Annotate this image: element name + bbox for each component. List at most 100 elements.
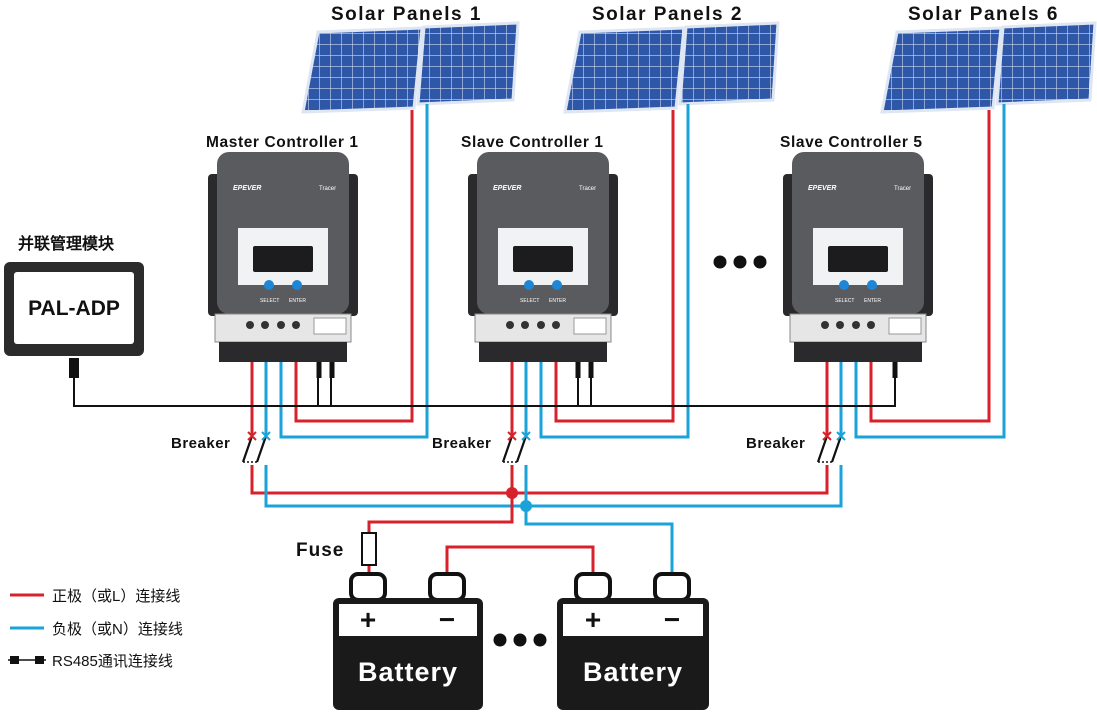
breaker-label: Breaker [432,435,491,452]
controller-label: Master Controller 1 [206,134,359,151]
battery-plus: + [585,604,601,635]
positive-junction [506,487,518,499]
battery-label: Battery [583,657,683,687]
terminal [277,321,285,329]
controller-brand: EPEVER [493,185,521,192]
solar-panels-1: Solar Panels 1 [301,4,520,114]
fuse-label: Fuse [296,540,344,561]
fuse: Fuse [296,532,377,566]
battery-minus: − [664,604,680,635]
controller-base [219,342,347,362]
solar-panel [563,26,686,114]
battery-1: + − Battery [333,572,483,710]
legend: 正极（或L）连接线 负极（或N）连接线 RS485通讯连接线 [8,588,183,670]
legend-item-positive: 正极（或L）连接线 [10,588,180,605]
pv-wires [279,104,1006,439]
breaker-3: Breaker [746,431,846,463]
module-title: 并联管理模块 [18,234,115,253]
solar-panel [880,26,1003,114]
terminal [261,321,269,329]
select-label: SELECT [260,298,279,304]
enter-label: ENTER [864,298,881,304]
breaker-1: Breaker [171,431,271,463]
enter-button[interactable] [867,280,877,290]
breaker-2: Breaker [432,431,531,463]
solar-panels-2: Solar Panels 2 [563,4,780,114]
battery-plus: + [360,604,376,635]
rs485-plugs [575,362,594,378]
more-controllers-ellipsis [713,255,767,269]
rs485-bus [73,378,896,407]
controller-brand: EPEVER [233,185,261,192]
fuse-symbol [361,532,377,566]
label-sticker [313,317,347,335]
battery-terminal-negative [428,572,466,602]
legend-label: 负极（或N）连接线 [52,621,183,638]
select-button[interactable] [264,280,274,290]
breaker-label: Breaker [171,435,230,452]
terminal [821,321,829,329]
battery-top [339,604,477,636]
select-label: SELECT [520,298,539,304]
select-button[interactable] [524,280,534,290]
solar-panels-1-label: Solar Panels 1 [331,4,482,25]
module-label: PAL-ADP [28,297,120,320]
slave-controller-5: Slave Controller 5 EPEVER Tracer SELECT … [780,134,933,378]
module-face [14,272,134,344]
terminal [292,321,300,329]
solar-panel [995,21,1097,106]
select-button[interactable] [839,280,849,290]
terminal [537,321,545,329]
battery-minus: − [439,604,455,635]
select-label: SELECT [835,298,854,304]
legend-item-rs485: RS485通讯连接线 [8,653,173,670]
enter-label: ENTER [289,298,306,304]
lcd-screen [253,246,313,272]
terminal [867,321,875,329]
controller-model: Tracer [579,186,596,192]
terminal [521,321,529,329]
lcd-screen [513,246,573,272]
master-controller-1: Master Controller 1 EPEVER Tracer SELECT… [206,134,359,378]
legend-label: 正极（或L）连接线 [52,588,180,605]
solar-panels-2-label: Solar Panels 2 [592,4,743,25]
battery-terminal-positive [574,572,612,602]
enter-button[interactable] [292,280,302,290]
solar-panels-6: Solar Panels 6 [880,4,1097,114]
lcd-screen [828,246,888,272]
legend-item-negative: 负极（或N）连接线 [10,621,183,638]
enter-label: ENTER [549,298,566,304]
label-sticker [573,317,607,335]
parallel-module: 并联管理模块 PAL-ADP [4,234,144,378]
enter-button[interactable] [552,280,562,290]
negative-junction [520,500,532,512]
rs485-connector [69,358,79,378]
label-sticker [888,317,922,335]
battery-terminal-negative [653,572,691,602]
legend-label: RS485通讯连接线 [52,653,173,670]
battery-top [563,604,703,636]
terminal [836,321,844,329]
more-batteries-ellipsis [493,633,547,647]
controller-model: Tracer [894,186,911,192]
terminal [552,321,560,329]
controller-base [479,342,607,362]
slave-controller-1: Slave Controller 1 EPEVER Tracer SELECT … [461,134,618,378]
rs485-plugs [316,362,335,378]
battery-terminal-positive [349,572,387,602]
controller-base [794,342,922,362]
controllers: Master Controller 1 EPEVER Tracer SELECT… [206,134,933,378]
controller-label: Slave Controller 1 [461,134,604,151]
terminal [852,321,860,329]
controller-model: Tracer [319,186,336,192]
solar-panel [301,26,424,114]
controller-label: Slave Controller 5 [780,134,923,151]
terminal [246,321,254,329]
controller-brand: EPEVER [808,185,836,192]
terminal [506,321,514,329]
battery-2: + − Battery [557,572,709,710]
solar-panel [678,21,780,106]
solar-panel [416,21,520,106]
breaker-label: Breaker [746,435,805,452]
